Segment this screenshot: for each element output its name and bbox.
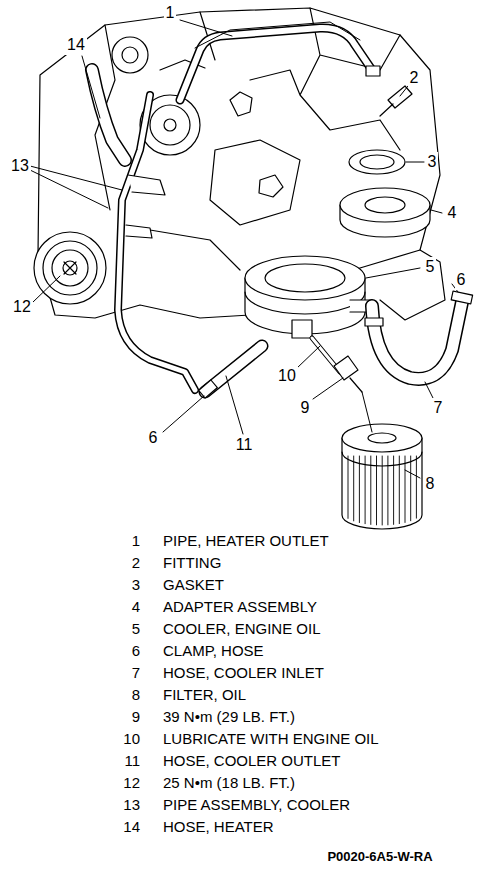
part-name: HOSE, COOLER INLET [163, 665, 324, 682]
key-number: 2 [132, 555, 140, 572]
heater-hose [92, 70, 125, 160]
callout-number: 13 [9, 156, 31, 176]
part-name: PIPE ASSEMBLY, COOLER [163, 797, 350, 814]
callout-number: 14 [65, 35, 87, 55]
callout-number: 11 [234, 435, 255, 455]
filter-ridge [370, 456, 371, 524]
part-name: CLAMP, HOSE [163, 643, 264, 660]
filter-ridge [365, 456, 366, 524]
adapter-assembly [340, 188, 430, 237]
callout-number: 6 [147, 428, 160, 448]
callout-number: 3 [426, 152, 439, 172]
filter-ridge [353, 456, 354, 521]
key-number: 6 [132, 643, 140, 660]
key-number: 5 [132, 621, 140, 638]
oil-filter [342, 424, 422, 529]
key-number: 9 [132, 709, 140, 726]
part-name: COOLER, ENGINE OIL [163, 621, 321, 638]
filter-ridge [387, 456, 388, 525]
key-number: 12 [123, 775, 140, 792]
heater-outlet-pipe [180, 22, 380, 100]
callout-number: 5 [424, 257, 437, 277]
key-number: 3 [132, 577, 140, 594]
filter-ridge [393, 456, 394, 524]
filter-ridge [359, 456, 360, 523]
filter-ridge [399, 456, 400, 524]
part-name: LUBRICATE WITH ENGINE OIL [163, 731, 379, 748]
part-name: 25 N•m (18 LB. FT.) [163, 775, 295, 792]
callout-number: 12 [11, 297, 33, 317]
part-name: 39 N•m (29 LB. FT.) [163, 709, 295, 726]
key-number: 11 [124, 753, 140, 770]
callout-number: 4 [446, 203, 459, 223]
part-name: HOSE, COOLER OUTLET [163, 753, 341, 770]
key-number: 10 [123, 731, 140, 748]
fitting [380, 86, 412, 116]
leader-lines [30, 20, 458, 478]
part-name: PIPE, HEATER OUTLET [163, 533, 329, 550]
figure-code: P0020-6A5-W-RA [327, 850, 432, 864]
part-name: FITTING [163, 555, 221, 572]
key-number: 14 [123, 819, 140, 836]
cooler-pipe-assembly [118, 95, 195, 390]
callout-number: 1 [164, 3, 177, 23]
callout-number: 10 [276, 366, 298, 386]
filter-ridge [376, 456, 377, 525]
hose-clamp [451, 291, 472, 304]
gasket [349, 150, 405, 174]
part-name: ADAPTER ASSEMBLY [163, 599, 317, 616]
part-name: HOSE, HEATER [163, 819, 274, 836]
part-name: FILTER, OIL [163, 687, 246, 704]
accessory-pulley [112, 37, 200, 155]
filter-ridge [410, 456, 411, 521]
engine-detail [95, 8, 445, 320]
crank-pulley [34, 232, 106, 304]
engine-oil-cooler [245, 256, 372, 338]
callout-number: 2 [408, 68, 421, 88]
key-number: 4 [132, 599, 140, 616]
filter-ridge [416, 456, 417, 518]
filter-ridge [405, 456, 406, 522]
callout-number: 6 [455, 270, 468, 290]
key-number: 7 [132, 665, 140, 682]
cooler-inlet-hose [372, 302, 462, 379]
part-name: GASKET [163, 577, 224, 594]
filter-ridge [348, 456, 349, 518]
key-number: 8 [132, 687, 140, 704]
callout-number: 7 [432, 398, 445, 418]
key-number: 1 [132, 533, 140, 550]
callout-number: 8 [424, 474, 437, 494]
callout-number: 9 [299, 398, 312, 418]
filter-ridge [382, 456, 383, 525]
hose-clamp [365, 318, 383, 326]
key-number: 13 [123, 797, 140, 814]
